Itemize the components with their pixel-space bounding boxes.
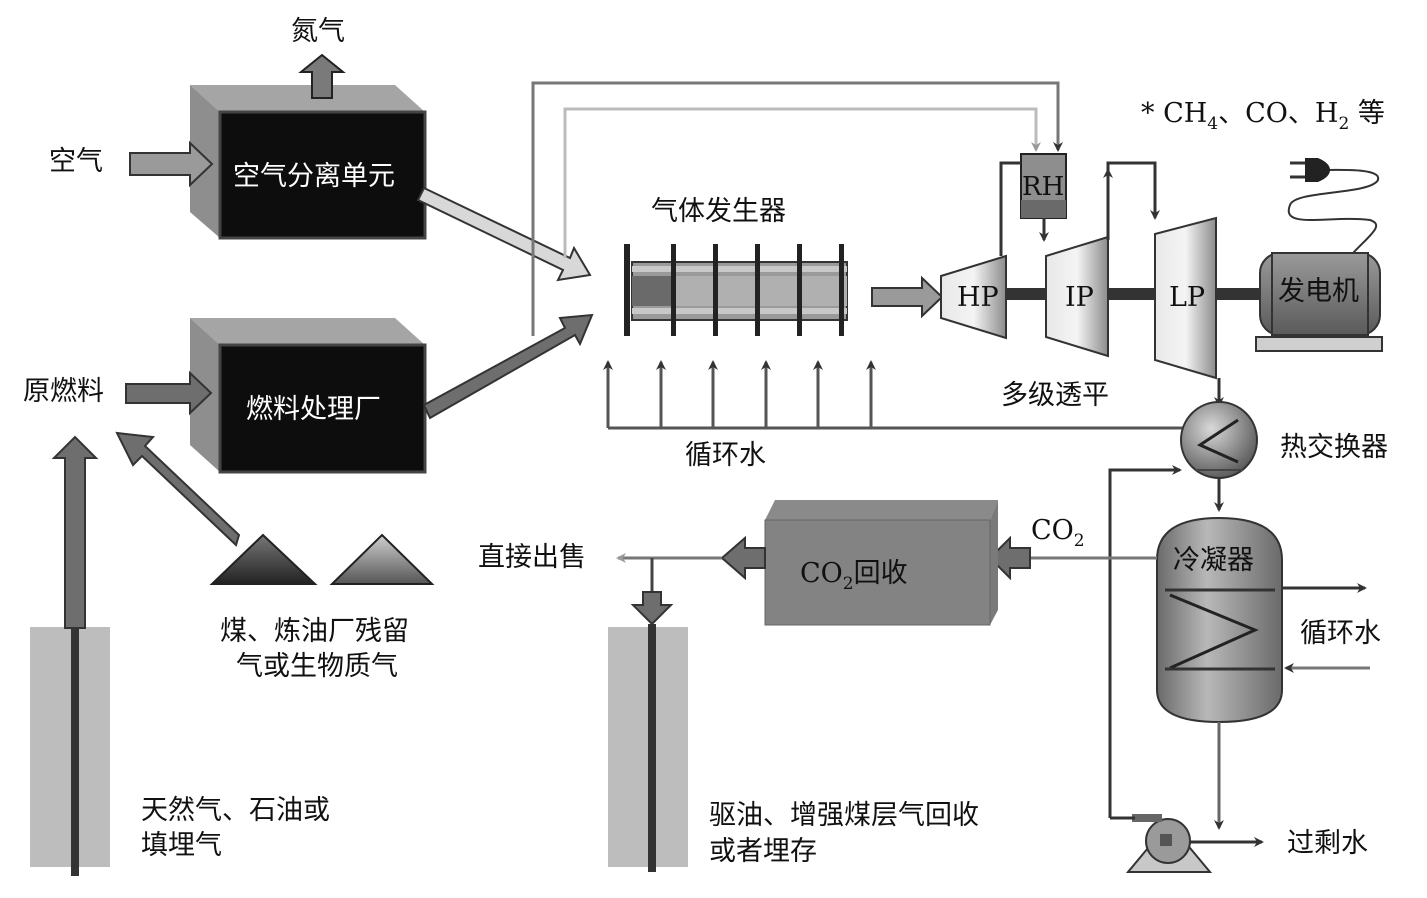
injection-pipe	[648, 624, 656, 872]
gasifier	[624, 244, 848, 336]
rh-label: RH	[1022, 172, 1065, 202]
steam-line-inner	[563, 107, 1041, 258]
co2-label-sub: 2	[1073, 531, 1085, 551]
raw-fuel-arrow	[125, 370, 213, 416]
hp-label: HP	[957, 282, 999, 313]
co2-recovery-suffix: 回收	[853, 558, 908, 589]
co2-recovery-sub: 2	[842, 574, 854, 594]
generator-label: 发电机	[1278, 276, 1359, 307]
lp-turbine	[1154, 216, 1217, 380]
syngas-note-sub1: 4	[1207, 114, 1219, 134]
condensate-return-line	[1108, 465, 1182, 818]
air-label: 空气	[49, 146, 103, 177]
pump-icon	[1110, 814, 1213, 873]
solid-fuel-arrow	[115, 431, 241, 547]
co2-outlet-arrow	[720, 535, 766, 581]
co2-label-prefix: CO	[1031, 515, 1074, 546]
eor-storage-label-line2: 或者埋存	[709, 836, 817, 867]
biomass-pile	[329, 533, 435, 585]
air-separation-unit	[190, 85, 427, 240]
fuel-processing-plant	[190, 318, 427, 474]
heat-exchanger-label: 热交换器	[1280, 432, 1388, 463]
solid-fuels-label-line2: 气或生物质气	[236, 651, 398, 682]
ip-to-lp-crossover	[1106, 161, 1160, 240]
excess-water-label: 过剩水	[1287, 828, 1368, 859]
eor-storage-label-line1: 驱油、增强煤层气回收	[709, 800, 979, 831]
gas-wells-label-line2: 填埋气	[141, 830, 222, 861]
syngas-note-sub2: 2	[1338, 114, 1350, 134]
co2-label: CO2	[1031, 515, 1085, 557]
hp-to-rh-line	[999, 161, 1021, 256]
ip-label: IP	[1065, 282, 1094, 313]
air-inlet-arrow	[129, 140, 214, 188]
raw-fuel-label: 原燃料	[23, 376, 104, 407]
turbine-shaft	[1000, 288, 1265, 300]
condenser-label: 冷凝器	[1173, 545, 1254, 576]
syngas-to-turbine-arrow	[871, 275, 944, 319]
co2-recovery-prefix: CO	[800, 558, 843, 589]
gasifier-label: 气体发生器	[651, 196, 786, 227]
co2-inlet-arrow	[988, 535, 1031, 581]
asu-label: 空气分离单元	[233, 161, 395, 192]
cooling-water-label: 循环水	[1300, 618, 1381, 649]
ip-turbine	[1045, 235, 1109, 358]
syngas-note-suffix: 等	[1349, 98, 1385, 129]
well-up-arrow	[51, 435, 99, 629]
left-well-ground	[30, 627, 110, 867]
gas-wells-label-line1: 天然气、石油或	[141, 795, 330, 826]
condenser	[1156, 516, 1283, 724]
syngas-note-prefix: * CH	[1141, 98, 1208, 129]
well-pipe	[71, 628, 79, 876]
fuel-to-gasifier-arrow	[422, 313, 594, 420]
syngas-note: * CH4、CO、H2 等	[1141, 98, 1385, 140]
circulating-water-label: 循环水	[685, 440, 766, 471]
oxygen-arrow	[416, 186, 592, 282]
co2-recovery-unit	[764, 500, 998, 626]
hp-turbine	[940, 254, 1007, 340]
fuel-plant-label: 燃料处理厂	[246, 394, 381, 425]
syngas-note-mid: 、CO、H	[1218, 98, 1339, 129]
direct-sale-label: 直接出售	[478, 542, 586, 573]
coal-pile	[209, 533, 318, 585]
multistage-turbine-label: 多级透平	[1001, 380, 1109, 411]
nitrogen-outlet-arrow	[298, 53, 346, 99]
plug-icon	[1287, 158, 1380, 254]
nitrogen-label: 氮气	[291, 16, 345, 47]
heat-exchanger	[1180, 401, 1258, 479]
generator	[1255, 252, 1383, 352]
steam-line-outer	[531, 81, 1063, 336]
injection-down-arrow	[630, 591, 674, 626]
circulating-water-manifold	[603, 360, 1185, 430]
co2-recovery-label: CO2回收	[800, 558, 908, 600]
lp-label: LP	[1169, 282, 1206, 313]
solid-fuels-label-line1: 煤、炼油厂残留	[220, 616, 409, 647]
